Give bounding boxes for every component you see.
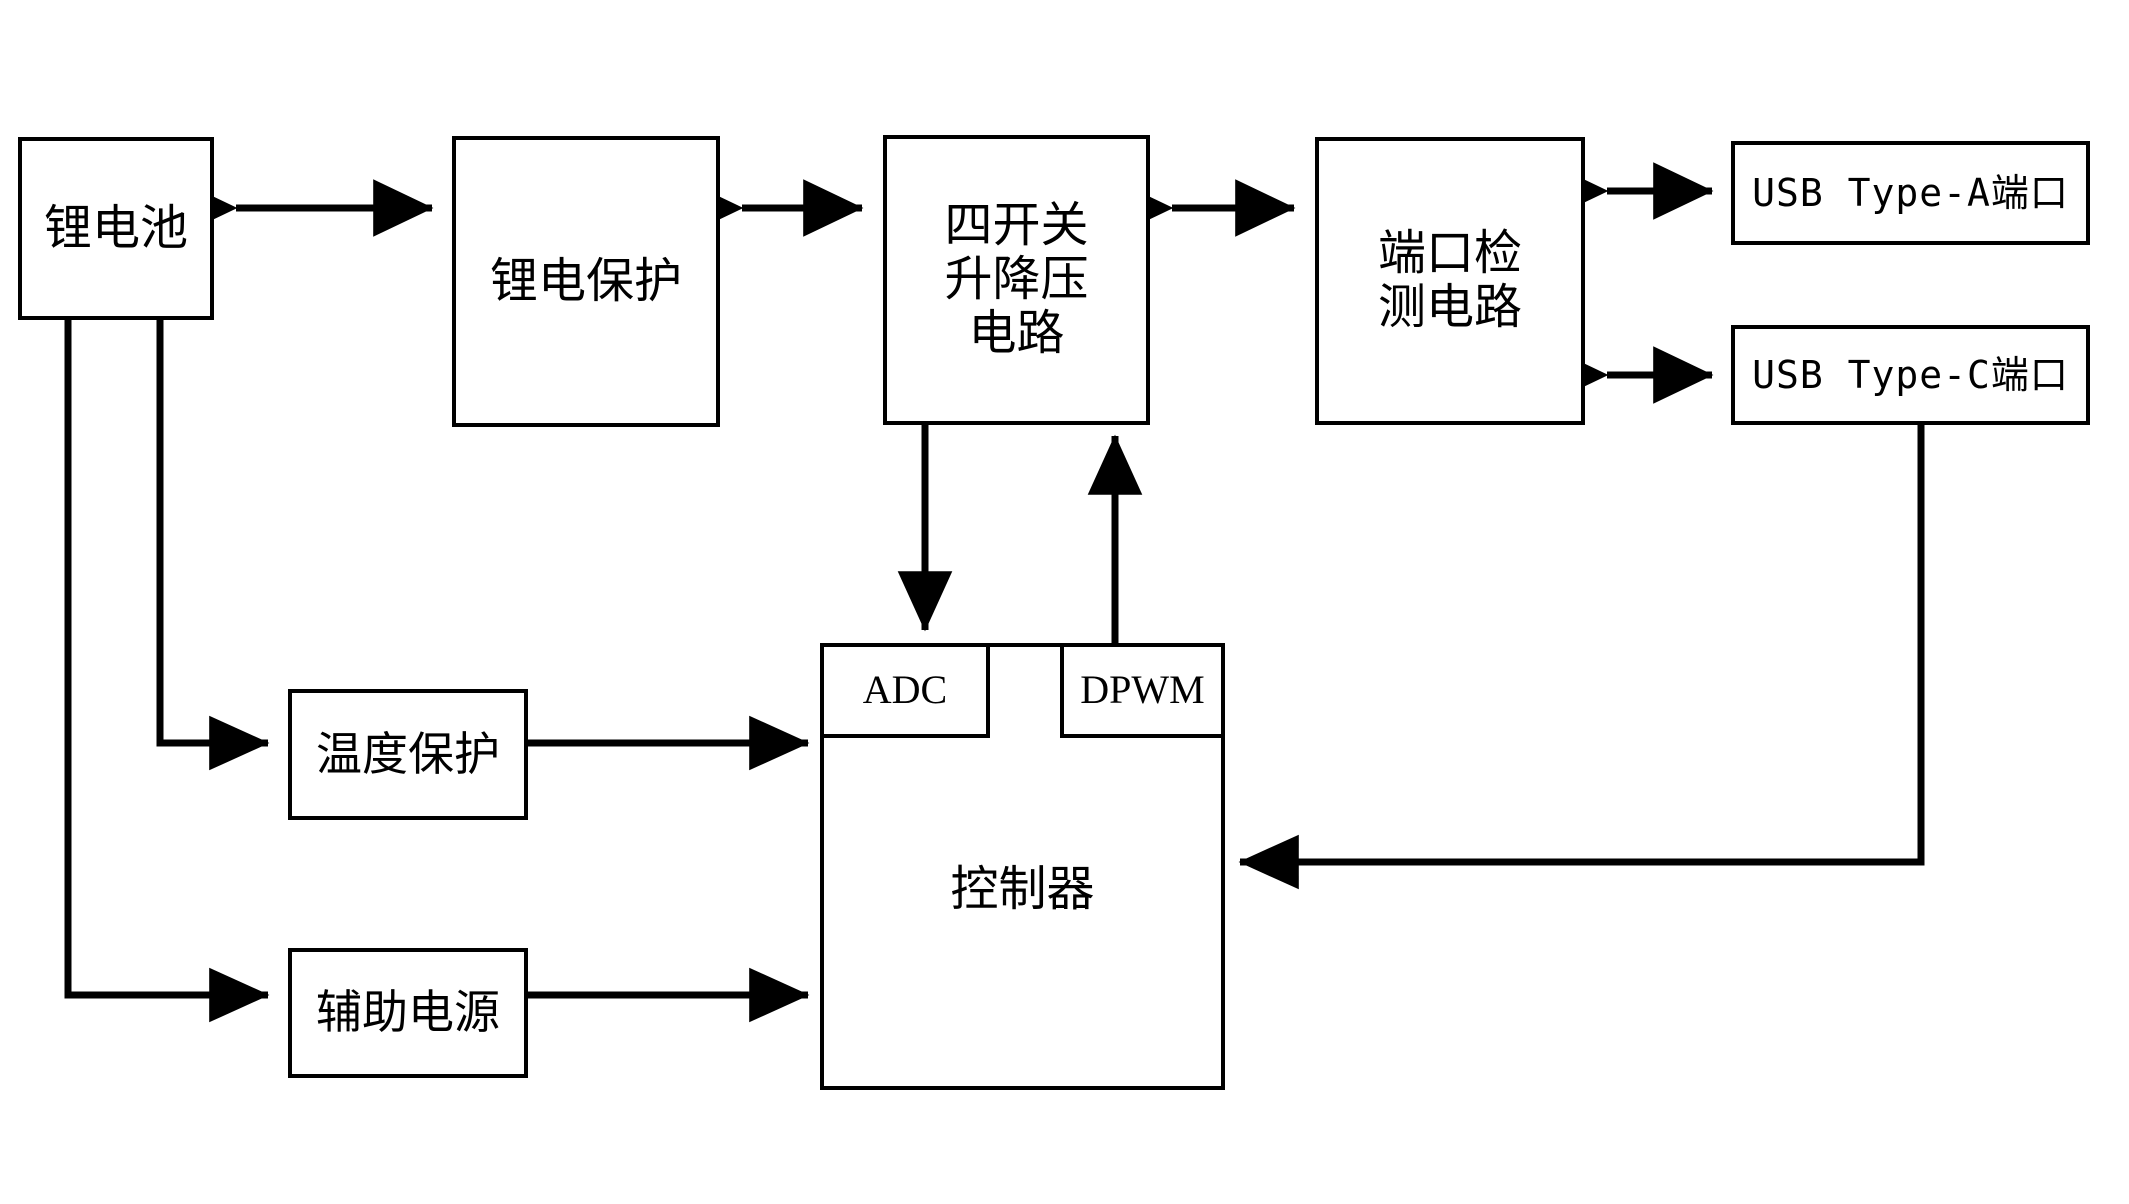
- node-temperature-protection-label: 温度保护: [316, 726, 500, 781]
- node-battery-protection[interactable]: 锂电保护: [452, 136, 720, 427]
- node-temperature-protection[interactable]: 温度保护: [288, 689, 528, 820]
- edge-battery-temp: [156, 320, 270, 771]
- node-usb-type-c-port[interactable]: USB Type-C端口: [1731, 325, 2090, 425]
- node-controller-label: 控制器: [950, 861, 1095, 917]
- node-usb-type-a-port[interactable]: USB Type-A端口: [1731, 141, 2090, 245]
- node-adc[interactable]: ADC: [820, 643, 990, 738]
- node-dpwm[interactable]: DPWM: [1060, 643, 1225, 738]
- node-usb-type-a-port-label: USB Type-A端口: [1752, 170, 2069, 215]
- node-adc-label: ADC: [862, 667, 948, 713]
- node-battery[interactable]: 锂电池: [18, 137, 214, 320]
- node-usb-type-c-port-label: USB Type-C端口: [1752, 352, 2069, 397]
- node-battery-protection-label: 锂电保护: [489, 252, 682, 309]
- node-four-switch-buck-boost-circuit[interactable]: 四开关 升降压 电路: [883, 135, 1150, 425]
- node-auxiliary-power-supply[interactable]: 辅助电源: [288, 948, 528, 1078]
- node-port-detection-circuit[interactable]: 端口检 测电路: [1315, 137, 1585, 425]
- node-battery-label: 锂电池: [43, 199, 188, 256]
- edge-battery-aux: [64, 320, 270, 1023]
- edge-usbc-controller: [1238, 425, 1925, 890]
- node-dpwm-label: DPWM: [1080, 667, 1205, 713]
- node-port-detection-circuit-label: 端口检 测电路: [1377, 225, 1522, 335]
- node-four-switch-buck-boost-circuit-label: 四开关 升降压 电路: [944, 197, 1089, 361]
- node-auxiliary-power-supply-label: 辅助电源: [316, 985, 500, 1040]
